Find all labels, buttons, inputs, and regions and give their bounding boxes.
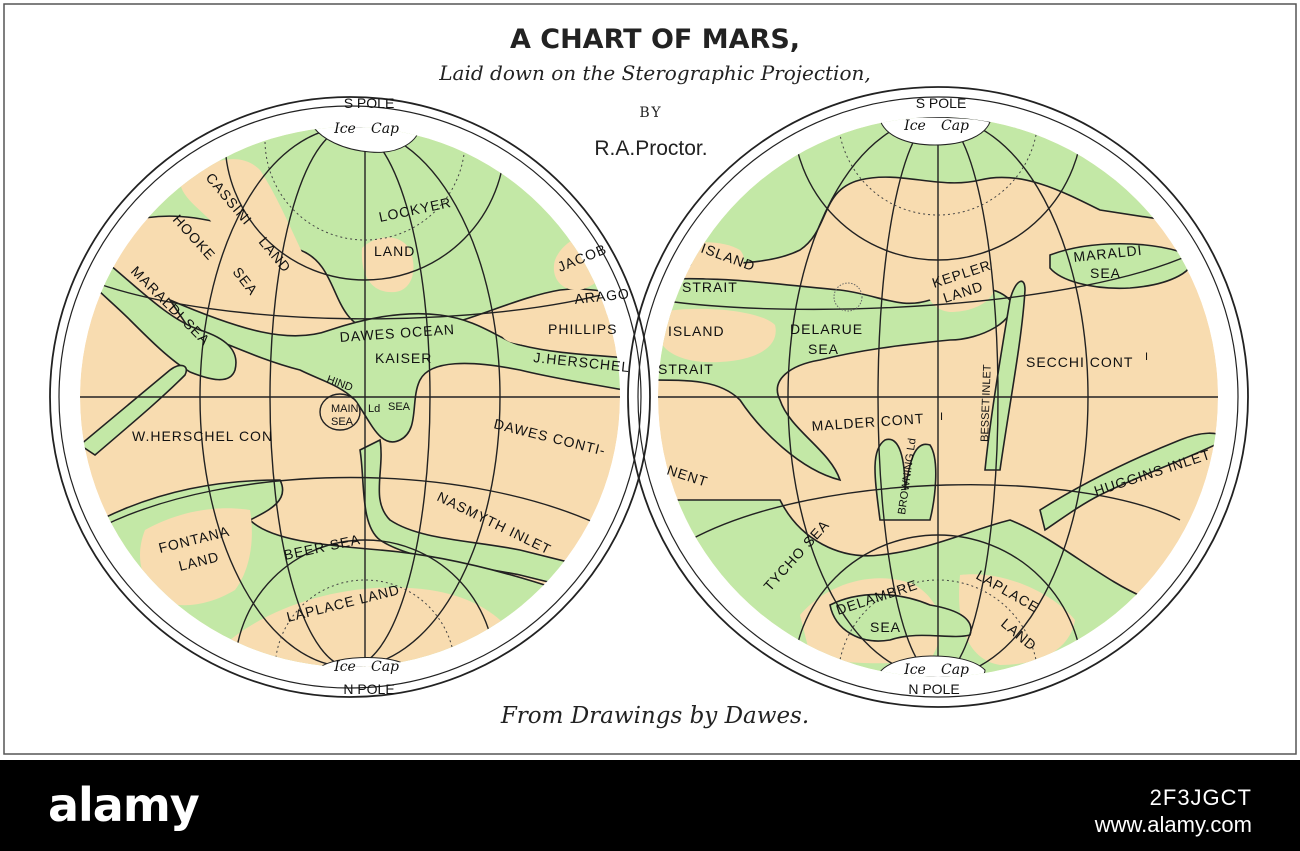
label-lockyer-land: LAND [374, 243, 415, 259]
chart-subtitle: Laid down on the Sterographic Projection… [438, 61, 870, 85]
lockyer-land [361, 237, 414, 293]
kepler-land [926, 260, 996, 312]
left-ice-label-top-1: Ice [333, 121, 356, 137]
map-plate: A CHART OF MARS, Laid down on the Sterog… [0, 0, 1300, 760]
label-strait-1: STRAIT [682, 279, 738, 295]
label-delambre-sea: SEA [870, 619, 901, 635]
label-madler-sup: I [940, 411, 943, 423]
left-hemisphere: S POLE N POLE Ice Cap Ice Cap CASSINI LA… [49, 95, 651, 698]
label-delarue-sea: SEA [808, 341, 839, 357]
right-crater [833, 282, 863, 312]
label-delarue: DELARUE [790, 321, 863, 337]
right-ice-cap-north [879, 655, 986, 677]
label-phillips: PHILLIPS [548, 321, 617, 337]
label-w-herschel: W.HERSCHEL CON [132, 428, 273, 444]
huggins-inlet [1039, 432, 1218, 532]
label-kaiser: KAISER [375, 350, 432, 366]
left-north-pole: N POLE [343, 681, 394, 697]
right-island-2 [660, 308, 776, 363]
watermark-footer [0, 760, 1300, 851]
right-laplace-land [959, 574, 1075, 665]
right-north-pole: N POLE [908, 681, 959, 697]
right-south-pole: S POLE [916, 95, 967, 111]
credit-line: From Drawings by Dawes. [500, 703, 809, 729]
label-strait-2: STRAIT [658, 361, 714, 377]
left-inner-ring [58, 105, 642, 689]
label-main-sea: SEA [331, 416, 354, 428]
right-ice-label-bottom-1: Ice [903, 662, 926, 678]
label-main: MAIN [331, 403, 359, 415]
right-ice-label-bottom-2: Cap [941, 662, 969, 678]
alamy-logo: alamy [48, 778, 200, 832]
right-ice-label-top-2: Cap [941, 118, 969, 134]
label-maraldi: MARALDI [1073, 242, 1144, 265]
label-hind-sea: SEA [388, 401, 411, 413]
right-ice-cap-south [879, 117, 991, 146]
right-outer-ring [627, 86, 1249, 708]
label-secchi: SECCHI CONT [1026, 354, 1133, 370]
label-maraldi-sea-right: SEA [1090, 265, 1121, 281]
label-island-2: ISLAND [668, 323, 725, 339]
chart-title: A CHART OF MARS, [510, 24, 800, 55]
mars-chart: A CHART OF MARS, Laid down on the Sterog… [3, 3, 1297, 755]
left-outer-ring [49, 96, 651, 698]
right-ice-label-top-1: Ice [903, 118, 926, 134]
by-line: BY [639, 105, 662, 121]
image-id: 2F3JGCT [1149, 785, 1252, 810]
label-madler: MALDER CONT [811, 410, 925, 434]
phillips-island [500, 314, 620, 350]
main-sea-island [319, 393, 361, 431]
label-bessel-inlet: BESSET INLET [979, 364, 994, 442]
maraldi-sea [83, 264, 237, 381]
left-ice-cap-north [314, 656, 411, 667]
browning-sea [874, 438, 937, 521]
label-secchi-sup: I [1145, 351, 1148, 363]
author: R.A.Proctor. [594, 137, 707, 160]
right-inner-ring [637, 96, 1239, 698]
right-maraldi-sea [1049, 243, 1193, 290]
fontana-land [140, 508, 252, 606]
label-hind-ld: Ld [368, 403, 380, 415]
maraldi-channel [80, 364, 188, 457]
alamy-url: www.alamy.com [1094, 812, 1252, 837]
left-ice-label-bottom-2: Cap [371, 659, 399, 675]
left-south-pole: S POLE [344, 95, 395, 111]
left-ice-label-top-2: Cap [371, 121, 399, 137]
cassini-land [180, 159, 320, 315]
label-arago: ARAGO [574, 285, 631, 307]
left-ice-label-bottom-1: Ice [333, 659, 356, 675]
